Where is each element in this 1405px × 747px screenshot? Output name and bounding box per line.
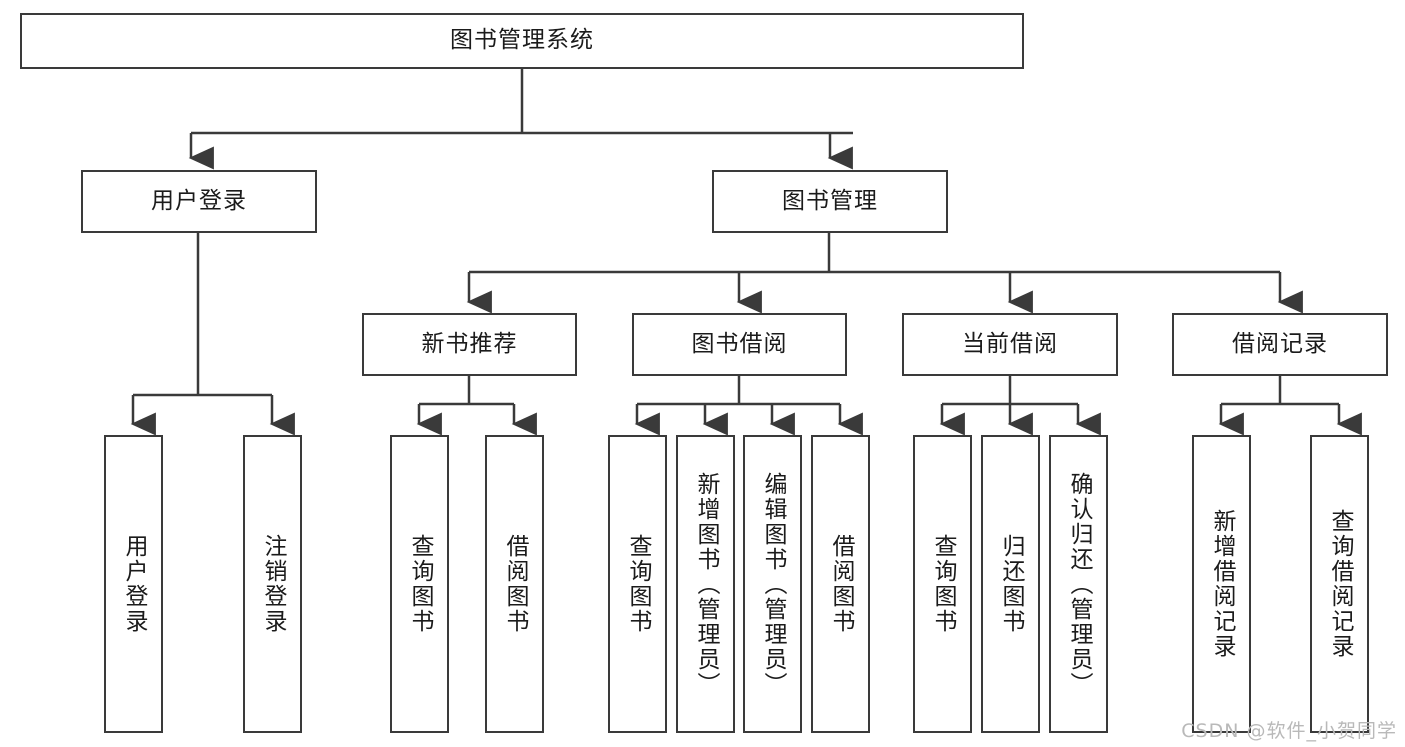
node-leaf-borrow-book[interactable]: 借阅图书 (811, 435, 870, 733)
watermark: CSDN @软件_小贺同学 (1181, 720, 1397, 742)
node-label: 图书管理 (782, 187, 878, 214)
node-leaf-query-borrow-record[interactable]: 查询借阅记录 (1310, 435, 1369, 733)
node-leaf-user-login[interactable]: 用户登录 (104, 435, 163, 733)
node-leaf-query-book-borrow[interactable]: 查询图书 (608, 435, 667, 733)
node-leaf-query-book-recommend[interactable]: 查询图书 (390, 435, 449, 733)
node-leaf-edit-book-admin[interactable]: 编辑图书（管理员） (743, 435, 802, 733)
node-leaf-add-borrow-record[interactable]: 新增借阅记录 (1192, 435, 1251, 733)
node-label: 查询借阅记录 (1327, 509, 1354, 659)
node-leaf-borrow-book-recommend[interactable]: 借阅图书 (485, 435, 544, 733)
node-user-login[interactable]: 用户登录 (81, 170, 317, 233)
node-label: 编辑图书（管理员） (760, 471, 787, 697)
node-leaf-query-book-current[interactable]: 查询图书 (913, 435, 972, 733)
node-label: 查询图书 (625, 534, 652, 634)
node-label: 用户登录 (151, 187, 247, 214)
node-root-system[interactable]: 图书管理系统 (20, 13, 1024, 69)
node-label: 借阅图书 (502, 534, 529, 634)
node-leaf-return-book[interactable]: 归还图书 (981, 435, 1040, 733)
node-borrow-record[interactable]: 借阅记录 (1172, 313, 1388, 376)
node-label: 新增图书（管理员） (693, 471, 720, 697)
node-label: 新书推荐 (421, 330, 518, 357)
node-label: 归还图书 (998, 534, 1025, 634)
node-leaf-confirm-return-admin[interactable]: 确认归还（管理员） (1049, 435, 1108, 733)
node-label: 新增借阅记录 (1209, 509, 1236, 659)
node-label: 当前借阅 (962, 330, 1058, 357)
node-new-book-recommend[interactable]: 新书推荐 (362, 313, 577, 376)
node-label: 图书借阅 (691, 330, 788, 357)
node-book-borrow[interactable]: 图书借阅 (632, 313, 847, 376)
node-current-borrow[interactable]: 当前借阅 (902, 313, 1118, 376)
node-leaf-add-book-admin[interactable]: 新增图书（管理员） (676, 435, 735, 733)
node-book-management[interactable]: 图书管理 (712, 170, 948, 233)
node-label: 图书管理系统 (450, 27, 594, 54)
node-leaf-logout[interactable]: 注销登录 (243, 435, 302, 733)
node-label: 借阅图书 (828, 534, 855, 634)
node-label: 确认归还（管理员） (1066, 471, 1093, 697)
node-label: 注销登录 (260, 534, 287, 634)
node-label: 查询图书 (407, 534, 434, 634)
node-label: 借阅记录 (1232, 330, 1328, 357)
node-label: 查询图书 (930, 534, 957, 634)
node-label: 用户登录 (121, 534, 148, 634)
